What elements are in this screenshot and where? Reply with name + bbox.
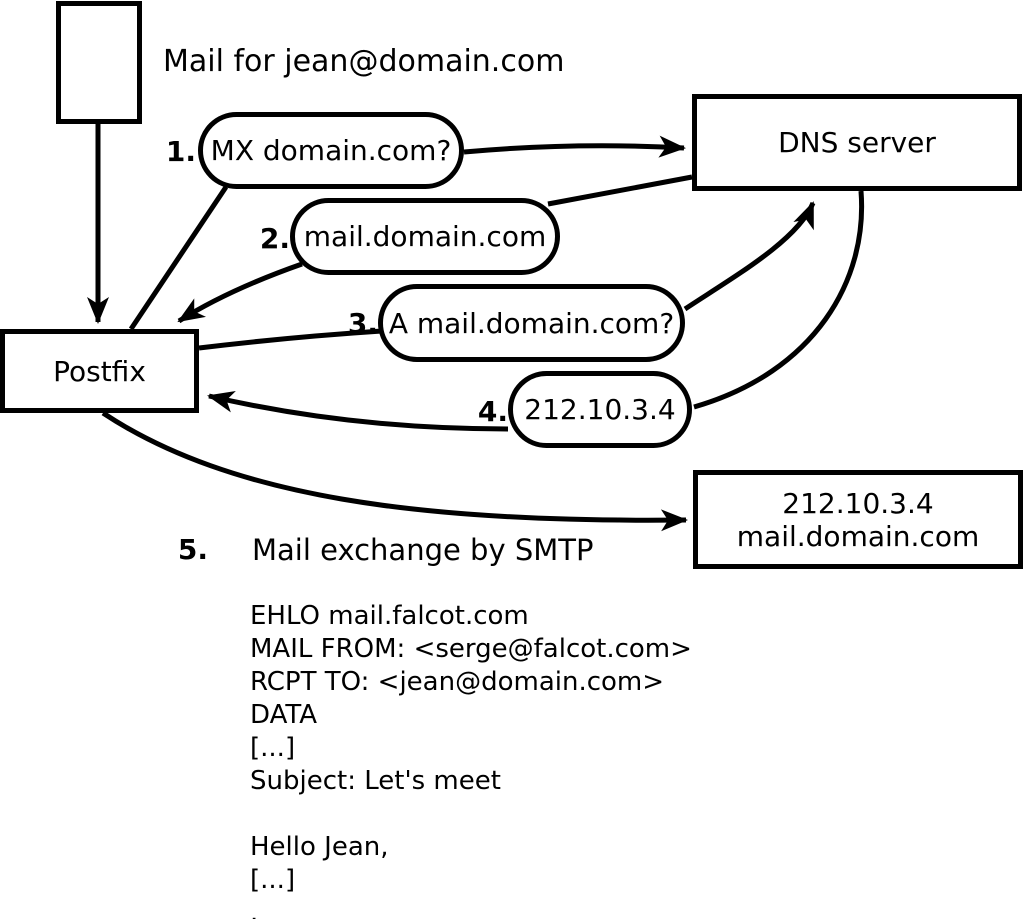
mail-server-box: 212.10.3.4 mail.domain.com (693, 470, 1023, 569)
step-1-pill: MX domain.com? (198, 112, 464, 189)
mail-server-ip: 212.10.3.4 (782, 486, 934, 520)
arrow-pill2-to-postfix (177, 261, 303, 324)
smtp-transcript-line (250, 798, 692, 831)
smtp-transcript-line: RCPT TO: <jean@domain.com> (250, 667, 665, 697)
smtp-transcript-line: Hello Jean, (250, 832, 389, 862)
postfix-label: Postfix (53, 354, 146, 388)
step-3-pill: A mail.domain.com? (378, 284, 685, 362)
line-dns-to-pill4 (693, 190, 865, 410)
incoming-mail-box (56, 1, 142, 124)
smtp-transcript: EHLO mail.falcot.com MAIL FROM: <serge@f… (250, 600, 692, 919)
dns-server-label: DNS server (778, 126, 936, 159)
dns-server-box: DNS server (692, 94, 1022, 191)
arrow-pill3-to-dns (683, 201, 816, 312)
line-dns-to-pill2 (547, 174, 693, 207)
step-5-number: 5. (177, 533, 208, 566)
step-2-label: mail.domain.com (303, 220, 547, 253)
step-1-number: 1. (165, 135, 196, 168)
mail-server-hostname: mail.domain.com (736, 519, 980, 553)
arrow-postfix-to-mailserver (101, 410, 688, 532)
step-4-label: 212.10.3.4 (524, 393, 676, 426)
arrow-pill1-to-dns (463, 135, 686, 158)
smtp-transcript-line: Subject: Let's meet (250, 766, 501, 796)
smtp-transcript-line: DATA (250, 700, 317, 730)
smtp-transcript-line: MAIL FROM: <serge@falcot.com> (250, 634, 692, 664)
step-1-label: MX domain.com? (210, 134, 452, 167)
smtp-transcript-line: EHLO mail.falcot.com (250, 601, 529, 631)
step-4-pill: 212.10.3.4 (508, 371, 692, 448)
step-2-number: 2. (259, 222, 290, 255)
line-postfix-to-pill1 (128, 185, 229, 331)
step-3-label: A mail.domain.com? (388, 306, 675, 340)
step-5-label: Mail exchange by SMTP (252, 533, 594, 567)
arrow-pill4-to-postfix (207, 390, 509, 432)
diagram-title: Mail for jean@domain.com (163, 44, 565, 79)
step-4-number: 4. (477, 395, 508, 428)
step-2-pill: mail.domain.com (290, 198, 560, 275)
smtp-transcript-line: . (250, 898, 259, 919)
postfix-box: Postfix (0, 329, 199, 413)
line-postfix-to-pill3 (198, 328, 383, 351)
smtp-transcript-line: [...] (250, 733, 296, 763)
step-3-number: 3. (347, 307, 378, 340)
smtp-transcript-line: [...] (250, 865, 296, 895)
